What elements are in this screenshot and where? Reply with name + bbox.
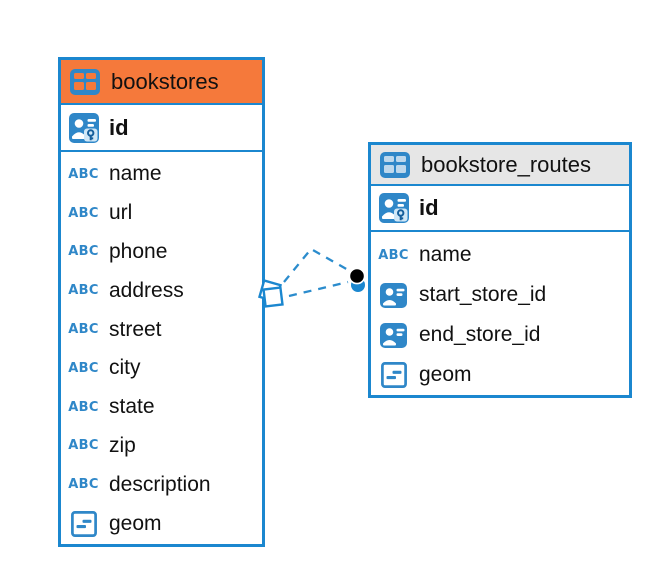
pk-column-name: id: [109, 114, 129, 140]
column-name: street: [109, 317, 162, 341]
column-row-start_store_id[interactable]: start_store_id: [371, 275, 629, 315]
text-type-icon: ABC: [68, 438, 99, 454]
column-name: url: [109, 201, 133, 225]
text-type-icon: ABC: [68, 477, 99, 493]
column-name: name: [419, 243, 472, 266]
column-row-description[interactable]: ABC description: [61, 465, 262, 504]
column-name: name: [109, 162, 162, 186]
table-bookstore-routes-header[interactable]: bookstore_routes: [371, 145, 629, 186]
relationship-line-upper[interactable]: [283, 247, 351, 283]
table-bookstore-routes[interactable]: bookstore_routes id ABC name: [368, 142, 632, 398]
table-grid-icon: [380, 151, 410, 178]
table-bookstores-header[interactable]: bookstores: [61, 60, 262, 105]
column-row-zip[interactable]: ABC zip: [61, 427, 262, 466]
column-name: city: [109, 356, 141, 380]
geometry-icon: [378, 362, 409, 388]
column-row-address[interactable]: ABC address: [61, 271, 262, 310]
column-name: phone: [109, 239, 168, 263]
table-title: bookstores: [111, 68, 219, 94]
column-name: zip: [109, 433, 136, 457]
table-title: bookstore_routes: [421, 151, 591, 177]
dot-marker: [348, 267, 366, 292]
column-name: state: [109, 395, 155, 419]
column-list: ABC name start_store_id end_store_id geom: [371, 232, 629, 395]
geometry-icon: [68, 510, 99, 537]
column-row-name[interactable]: ABC name: [371, 235, 629, 275]
pk-column-name: id: [419, 195, 439, 220]
column-row-geom[interactable]: geom: [61, 504, 262, 543]
text-type-icon: ABC: [68, 283, 99, 299]
column-name: start_store_id: [419, 283, 547, 306]
column-name: address: [109, 278, 184, 302]
column-row-city[interactable]: ABC city: [61, 349, 262, 388]
text-type-icon: ABC: [378, 247, 409, 263]
column-row-street[interactable]: ABC street: [61, 310, 262, 349]
pk-row-id[interactable]: id: [61, 105, 262, 152]
column-name: description: [109, 472, 211, 496]
column-name: geom: [109, 511, 162, 535]
person-card-icon: [378, 282, 409, 308]
column-name: geom: [419, 363, 472, 386]
person-key-icon: [378, 193, 409, 223]
column-row-url[interactable]: ABC url: [61, 194, 262, 233]
pk-row-id[interactable]: id: [371, 186, 629, 232]
relationship-line-lower[interactable]: [288, 280, 349, 298]
column-row-phone[interactable]: ABC phone: [61, 233, 262, 272]
text-type-icon: ABC: [68, 322, 99, 338]
column-row-name[interactable]: ABC name: [61, 155, 262, 194]
text-type-icon: ABC: [68, 205, 99, 221]
table-grid-icon: [70, 68, 100, 95]
column-row-geom[interactable]: geom: [371, 355, 629, 395]
column-row-end_store_id[interactable]: end_store_id: [371, 315, 629, 355]
column-name: end_store_id: [419, 323, 541, 346]
text-type-icon: ABC: [68, 244, 99, 260]
person-card-icon: [378, 322, 409, 348]
person-key-icon: [68, 112, 99, 143]
text-type-icon: ABC: [68, 399, 99, 415]
text-type-icon: ABC: [68, 360, 99, 376]
column-row-state[interactable]: ABC state: [61, 388, 262, 427]
text-type-icon: ABC: [68, 166, 99, 182]
